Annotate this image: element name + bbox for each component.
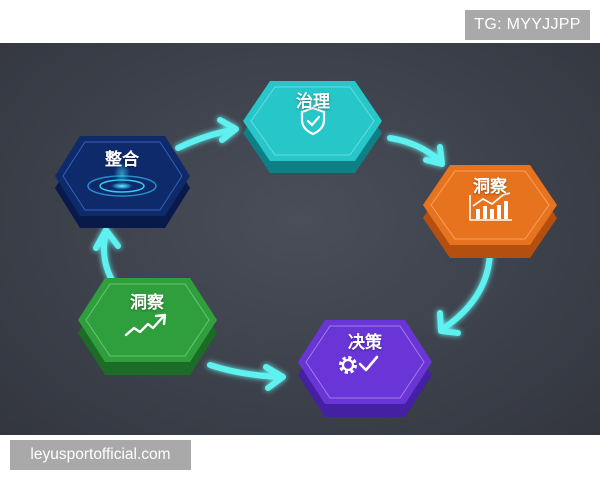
trend-up-arrow-icon [124,313,167,337]
telegram-watermark-badge: TG: MYYJJPP [465,10,590,40]
flow-arrows [93,117,493,391]
gear-check-icon [339,355,379,374]
arrow-insight-to-decision [437,250,493,336]
arrow-insight2-to-decision [207,362,286,391]
website-watermark-badge: leyusportofficial.com [10,440,191,470]
node-governance [243,81,382,173]
node-label-insight-secondary: 洞察 [130,293,164,313]
arrow-governance-to-insight [387,135,445,167]
bar-chart-trend-icon [469,192,512,221]
arrow-integrate-to-governance [175,117,239,151]
node-integrate [55,136,190,228]
diagram-canvas: 治理 整合 洞察 洞察 决策 [0,43,600,435]
node-label-insight-primary: 洞察 [473,177,507,197]
node-label-decision: 决策 [348,333,382,353]
node-label-integrate: 整合 [105,150,139,170]
cycle-diagram [55,81,557,417]
node-decision [298,320,432,417]
node-insight-secondary [78,278,217,375]
data-hologram-icon [87,161,157,197]
shield-check-icon [300,106,326,136]
arrow-insight2-to-integrate [93,227,121,283]
node-label-governance: 治理 [296,92,330,112]
node-insight-primary [423,165,557,258]
